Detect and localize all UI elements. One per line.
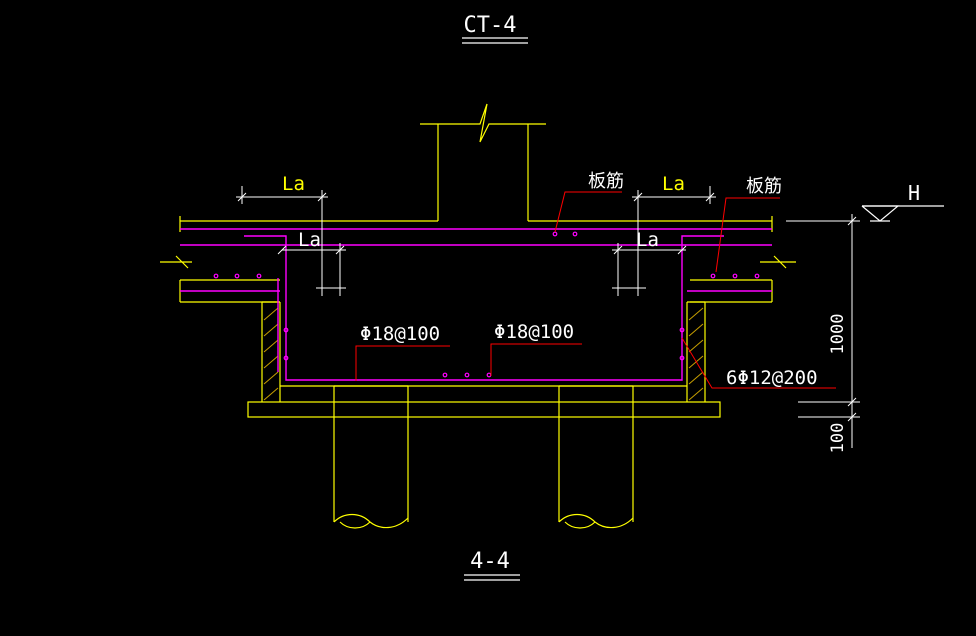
label-slab-rebar-right: 板筋 — [746, 176, 782, 197]
pile-right — [558, 385, 634, 529]
pit-rebar-outer — [244, 235, 724, 381]
title-text: CT-4 — [464, 13, 517, 38]
left-wall-hatch — [263, 307, 279, 401]
right-wall-hatch — [688, 307, 704, 401]
column-break-symbol — [420, 103, 546, 143]
labels: La La La La 板筋 板筋 Φ18@100 Φ18@100 6Φ12@2… — [282, 171, 920, 453]
label-la-inner-right: La — [636, 229, 659, 251]
label-la-top-right: La — [662, 173, 685, 195]
pile-left — [333, 385, 409, 529]
label-dim-depth: 1000 — [828, 314, 848, 355]
elevation-marker — [861, 205, 944, 222]
left-break-symbol — [160, 255, 192, 269]
label-side-rebar: 6Φ12@200 — [726, 367, 818, 389]
leader-bottom-left — [355, 345, 450, 381]
section-label: 4-4 — [464, 549, 520, 581]
rebar — [180, 228, 772, 381]
right-break-symbol — [760, 255, 796, 269]
label-bottom-rebar-left: Φ18@100 — [360, 323, 440, 345]
label-la-top-left: La — [282, 173, 305, 195]
rebar-dots — [213, 231, 760, 378]
column — [420, 103, 546, 221]
label-dim-bed: 100 — [828, 423, 848, 454]
drawing-title: CT-4 — [462, 13, 528, 44]
piles — [333, 385, 634, 529]
leader-bottom-right — [490, 343, 582, 376]
pile-cap-base — [247, 385, 721, 418]
leader-slab-left — [554, 191, 622, 233]
leaders — [355, 191, 836, 389]
dimensions — [236, 186, 860, 448]
section-label-text: 4-4 — [470, 549, 510, 574]
leader-side — [681, 337, 836, 389]
leader-slab-right — [715, 197, 780, 273]
label-la-inner-left: La — [298, 229, 321, 251]
label-slab-rebar-left: 板筋 — [588, 171, 624, 192]
label-elevation-h: H — [908, 181, 920, 205]
pit-walls — [261, 301, 706, 402]
label-bottom-rebar-right: Φ18@100 — [494, 321, 574, 343]
